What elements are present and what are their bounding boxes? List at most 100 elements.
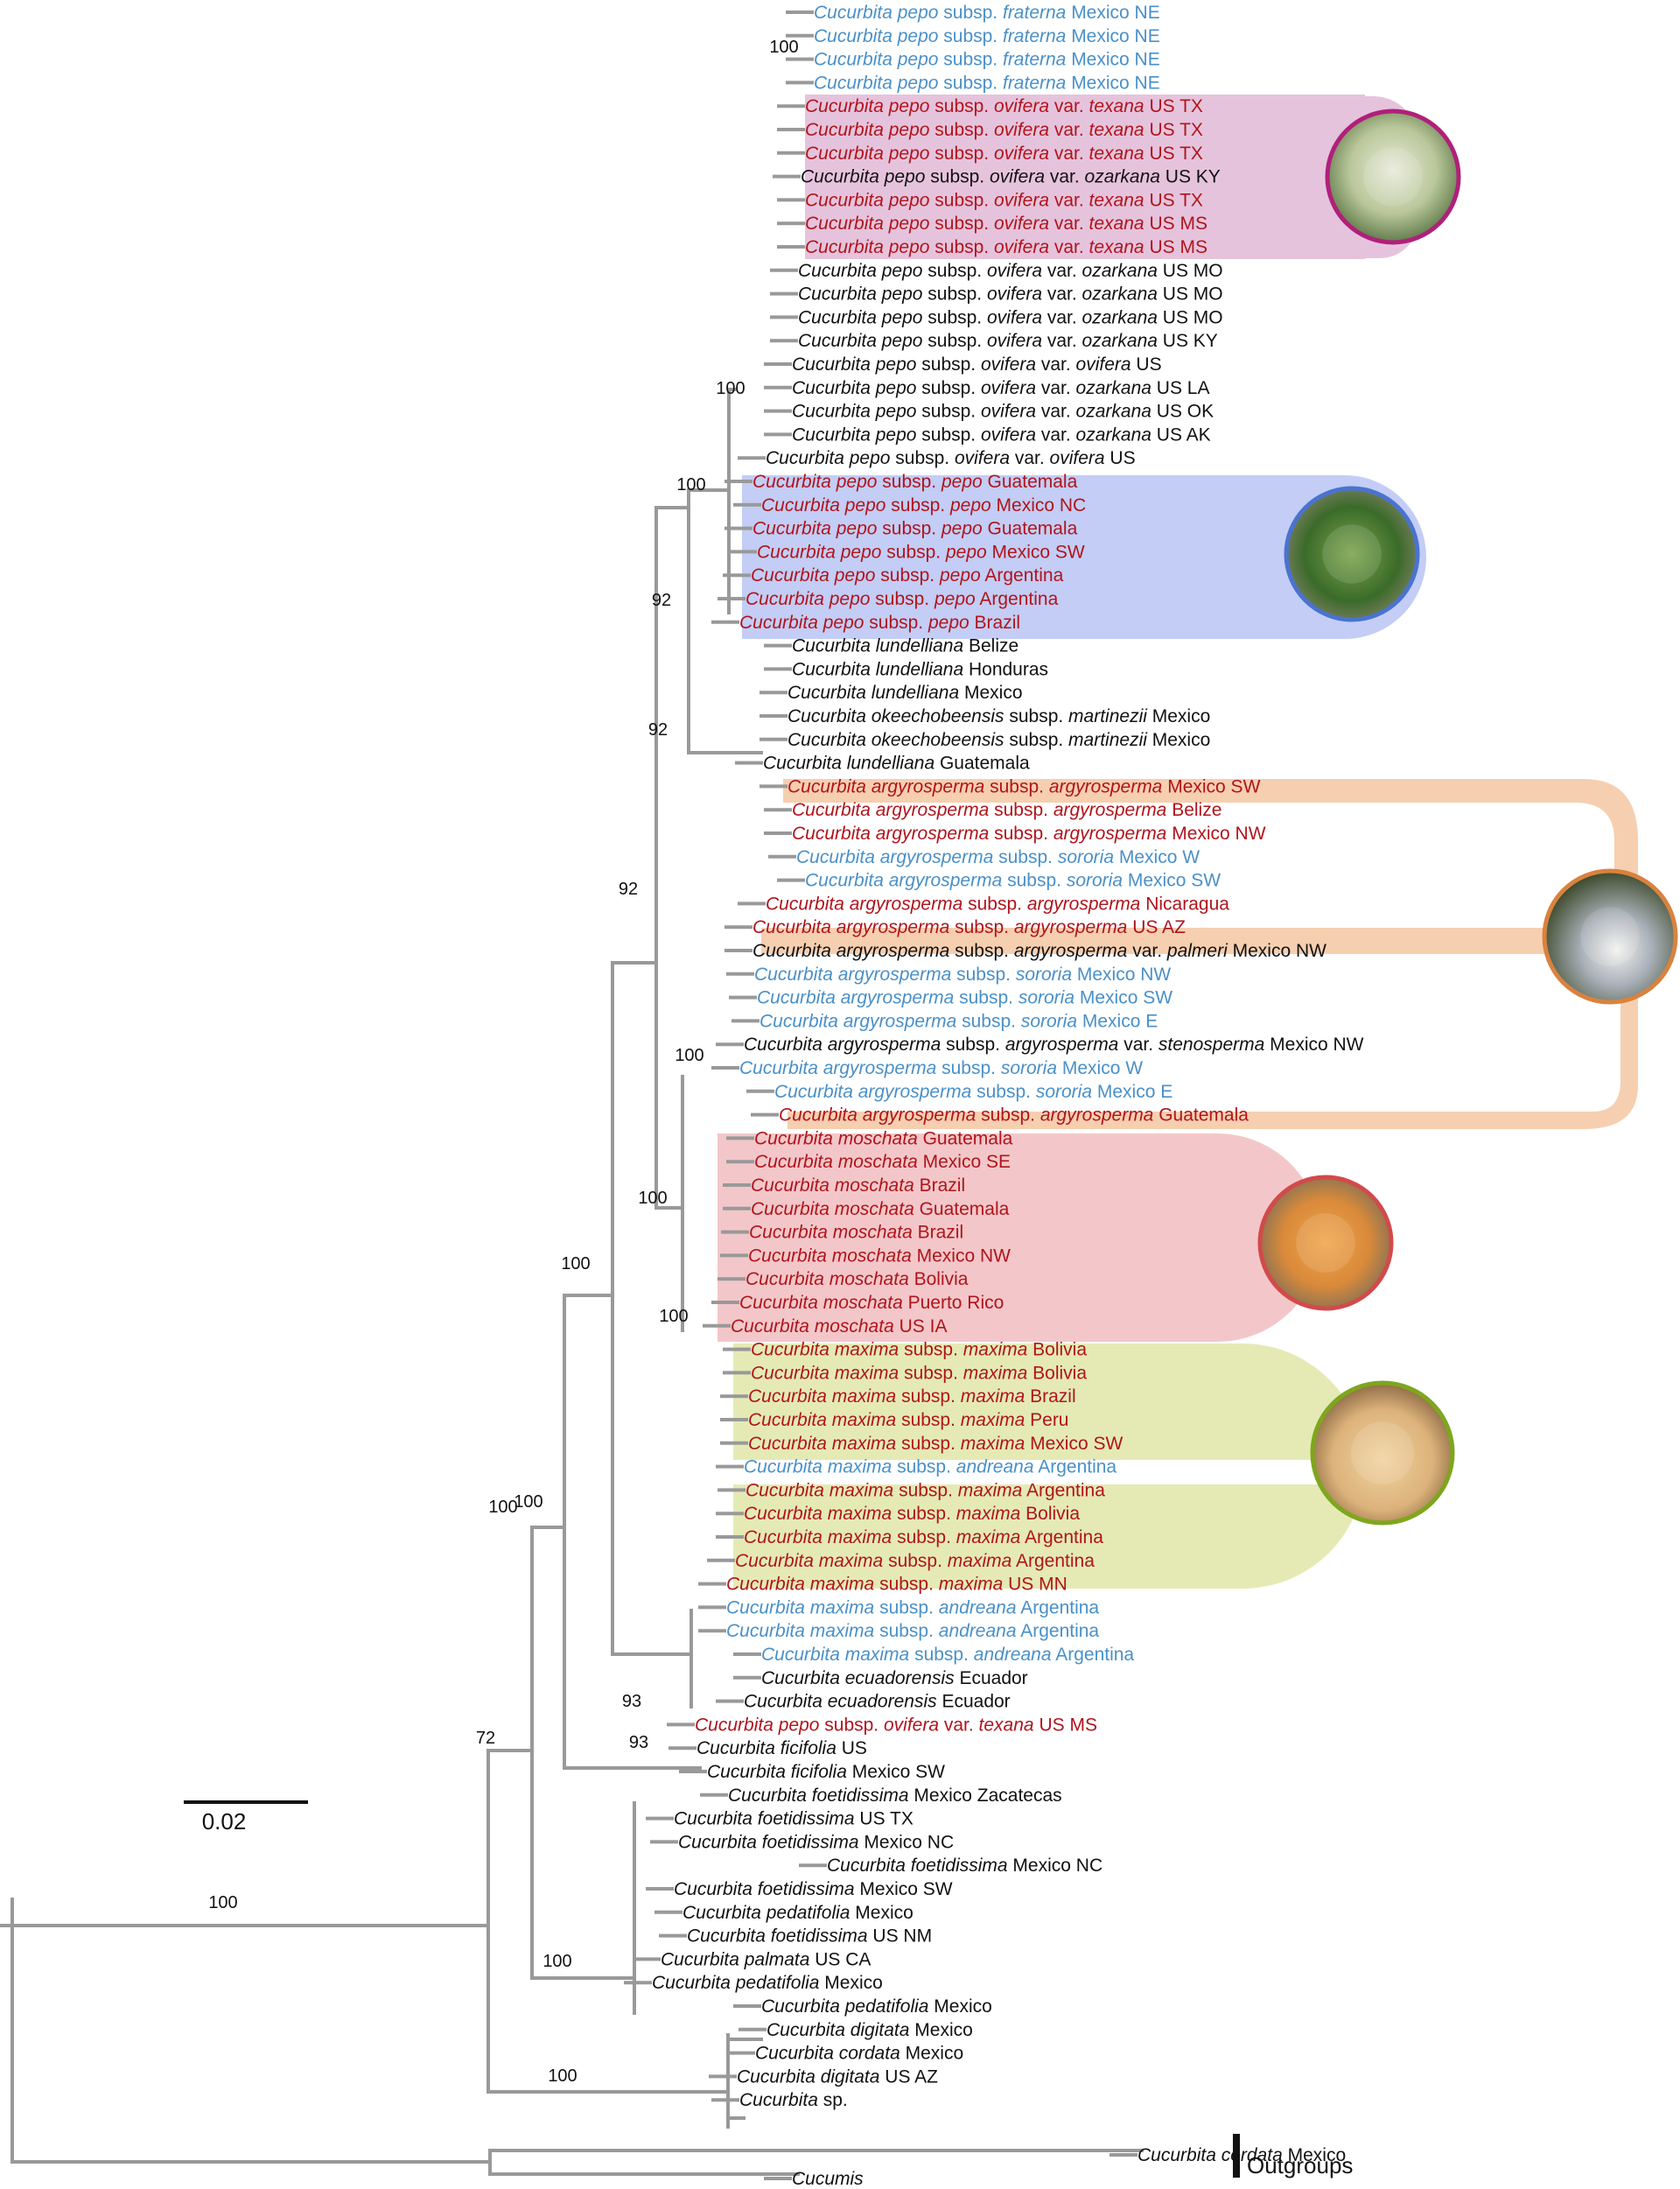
- leaf-label: Cucurbita maxima subsp. maxima Peru: [748, 1410, 1069, 1430]
- bootstrap-value: 100: [659, 1307, 688, 1326]
- leaf-label: Cucurbita ecuadorensis Ecuador: [744, 1692, 1011, 1712]
- pepo-zucchini-photo: [1284, 486, 1420, 622]
- leaf-label: Cucurbita argyrosperma subsp. sororia Me…: [754, 965, 1171, 985]
- leaf-label: Cucurbita pepo subsp. ovifera var. ovife…: [766, 448, 1136, 468]
- leaf-label: Cucurbita foetidissima Mexico NC: [678, 1832, 954, 1852]
- leaf-label: Cucurbita pepo subsp. ovifera var. ozark…: [798, 261, 1223, 281]
- leaf-label: Cucurbita argyrosperma subsp. argyrosper…: [792, 824, 1266, 844]
- leaf-label: Cucurbita okeechobeensis subsp. martinez…: [788, 730, 1210, 750]
- leaf-label: Cucurbita pepo subsp. pepo Mexico NC: [761, 495, 1086, 516]
- leaf-label: Cucurbita maxima subsp. andreana Argenti…: [761, 1645, 1134, 1665]
- leaf-label: Cucurbita pepo subsp. ovifera var. texan…: [695, 1715, 1097, 1735]
- outgroup-bar: [1233, 2134, 1240, 2178]
- maxima-pumpkin-photo: [1310, 1380, 1455, 1526]
- leaf-label: Cucurbita ecuadorensis Ecuador: [761, 1668, 1028, 1688]
- bootstrap-value: 100: [769, 38, 798, 57]
- branches: [0, 11, 1144, 2180]
- leaf-label: Cucurbita pepo subsp. ovifera var. texan…: [805, 96, 1203, 116]
- leaf-label: Cucurbita maxima subsp. maxima Mexico SW: [748, 1434, 1123, 1454]
- bootstrap-value: 100: [208, 1893, 237, 1912]
- leaf-label: Cucurbita moschata Mexico SE: [754, 1152, 1011, 1172]
- leaf-label: Cucurbita lundelliana Honduras: [792, 659, 1048, 679]
- leaf-label: Cucurbita maxima subsp. maxima Argentina: [735, 1551, 1095, 1571]
- leaf-label: Cucurbita moschata Bolivia: [746, 1269, 969, 1289]
- leaf-label: Cucurbita moschata Mexico NW: [748, 1245, 1011, 1266]
- leaf-label: Cucurbita argyrosperma subsp. argyrosper…: [744, 1035, 1364, 1055]
- bootstrap-value: 100: [675, 1046, 704, 1065]
- leaf-label: Cucurbita lundelliana Belize: [792, 636, 1018, 656]
- leaf-label: Cucurbita pepo subsp. ovifera var. ozark…: [798, 284, 1223, 305]
- leaf-label: Cucurbita maxima subsp. maxima US MN: [726, 1575, 1068, 1595]
- clade-bands: [718, 95, 1638, 1589]
- clade-photos: [1257, 109, 1678, 1526]
- bootstrap-value: 100: [676, 475, 705, 495]
- leaf-label: Cucurbita pepo subsp. ovifera var. texan…: [805, 120, 1203, 140]
- leaf-label: Cucurbita pepo subsp. ovifera var. texan…: [805, 214, 1208, 234]
- leaf-label: Cucurbita pepo subsp. ovifera var. texan…: [805, 190, 1203, 210]
- leaf-label: Cucurbita sp.: [739, 2090, 848, 2110]
- leaf-label: Cucurbita pepo subsp. ovifera var. ozark…: [792, 424, 1211, 445]
- leaf-label: Cucurbita moschata US IA: [731, 1316, 947, 1337]
- leaf-label: Cucurbita maxima subsp. maxima Bolivia: [744, 1504, 1080, 1524]
- leaf-label: Citrullus: [0, 0, 66, 4]
- band-argyrosperma: [761, 779, 1638, 1129]
- bootstrap-value: 100: [514, 1492, 542, 1512]
- bootstrap-value: 100: [561, 1254, 590, 1273]
- leaf-label: Cucurbita digitata Mexico: [766, 2020, 973, 2040]
- leaf-label: Cucumis: [792, 2169, 864, 2189]
- leaf-label: Cucurbita ficifolia US: [696, 1738, 867, 1758]
- bootstrap-value: 100: [716, 379, 745, 398]
- leaf-label: Cucurbita foetidissima Mexico Zacatecas: [728, 1786, 1062, 1806]
- leaf-label: Cucurbita argyrosperma subsp. sororia Me…: [805, 871, 1221, 891]
- misc: 0.02 Outgroups: [184, 1800, 1353, 2178]
- leaf-label: Cucurbita argyrosperma subsp. sororia Me…: [796, 847, 1200, 867]
- leaf-label: Cucurbita lundelliana Mexico: [788, 683, 1023, 703]
- leaf-label: Cucurbita maxima subsp. andreana Argenti…: [726, 1597, 1099, 1617]
- leaf-label: Cucurbita argyrosperma subsp. argyrosper…: [779, 1105, 1249, 1126]
- leaf-label: Cucurbita moschata Puerto Rico: [739, 1293, 1004, 1313]
- leaf-label: Cucurbita pepo subsp. ovifera var. ovife…: [792, 354, 1162, 375]
- leaf-label: Cucurbita foetidissima US TX: [674, 1809, 914, 1829]
- leaf-labels: Cucurbita pepo subsp. fraterna Mexico NE…: [0, 0, 1364, 2189]
- leaf-label: Cucurbita palmata US CA: [661, 1949, 871, 1969]
- leaf-label: Cucurbita pepo subsp. pepo Mexico SW: [757, 542, 1085, 562]
- bootstrap-value: 92: [619, 880, 638, 899]
- leaf-label: Cucurbita argyrosperma subsp. sororia Me…: [774, 1082, 1172, 1102]
- bootstrap-value: 92: [652, 591, 671, 610]
- leaf-label: Cucurbita foetidissima Mexico SW: [674, 1879, 953, 1899]
- leaf-label: Cucurbita argyrosperma subsp. argyrosper…: [752, 941, 1326, 961]
- argyrosperma-squash-photo: [1542, 868, 1678, 1005]
- band-pepo-ovifera-bottom: [805, 191, 1365, 259]
- bootstrap-labels: 1001001009292921001001001001009310093721…: [208, 38, 798, 2086]
- band-pepo-ovifera-top: [805, 95, 1365, 182]
- leaf-label: Cucurbita argyrosperma subsp. sororia Me…: [739, 1058, 1143, 1078]
- leaf-label: Cucurbita pepo subsp. fraterna Mexico NE: [814, 73, 1160, 93]
- bootstrap-value: 93: [622, 1692, 641, 1711]
- leaf-label: Cucurbita argyrosperma subsp. argyrosper…: [766, 894, 1229, 914]
- leaf-label: Cucurbita pepo subsp. pepo Guatemala: [752, 472, 1078, 492]
- leaf-label: Cucurbita argyrosperma subsp. sororia Me…: [760, 1011, 1158, 1031]
- band-maxima-gap: [733, 1460, 1346, 1484]
- leaf-label: Cucurbita pepo subsp. pepo Argentina: [746, 589, 1059, 609]
- leaf-label: Cucurbita foetidissima US NM: [687, 1926, 932, 1947]
- leaf-label: Cucurbita argyrosperma subsp. argyrosper…: [752, 917, 1186, 937]
- leaf-label: Cucurbita okeechobeensis subsp. martinez…: [788, 706, 1210, 726]
- leaf-label: Cucurbita pepo subsp. pepo Guatemala: [752, 519, 1078, 539]
- leaf-label: Cucurbita argyrosperma subsp. argyrosper…: [788, 776, 1261, 796]
- leaf-label: Cucurbita maxima subsp. maxima Brazil: [748, 1386, 1076, 1407]
- leaf-label: Cucurbita pedatifolia Mexico: [761, 1996, 992, 2017]
- leaf-label: Cucurbita pepo subsp. fraterna Mexico NE: [814, 50, 1160, 70]
- band-pepo-pepo: [742, 475, 1426, 639]
- leaf-label: Cucurbita maxima subsp. maxima Argentina: [746, 1480, 1105, 1500]
- bootstrap-value: 100: [488, 1498, 517, 1517]
- bootstrap-value: 100: [638, 1189, 667, 1208]
- bootstrap-value: 93: [629, 1733, 648, 1752]
- leaf-label: Cucurbita lundelliana Guatemala: [763, 754, 1030, 774]
- leaf-label: Cucurbita moschata Guatemala: [751, 1199, 1010, 1219]
- leaf-label: Cucurbita pepo subsp. pepo Brazil: [739, 613, 1020, 633]
- leaf-label: Cucurbita pepo subsp. ovifera var. ozark…: [792, 378, 1209, 398]
- leaf-label: Cucurbita pepo subsp. fraterna Mexico NE: [814, 3, 1160, 23]
- leaf-label: Cucurbita pedatifolia Mexico: [652, 1973, 883, 1993]
- leaf-label: Cucurbita argyrosperma subsp. sororia Me…: [757, 988, 1172, 1008]
